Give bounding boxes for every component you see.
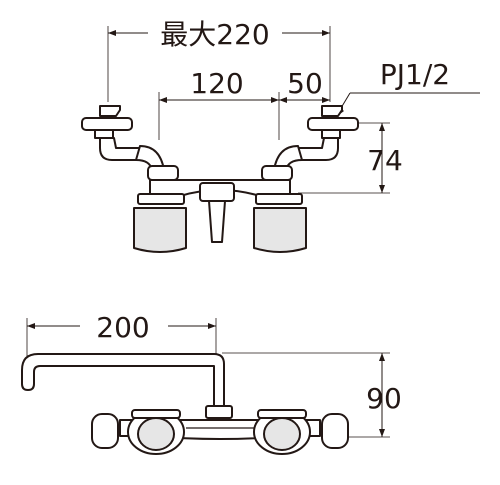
right-end-cap (321, 413, 349, 449)
right-handle-side (253, 409, 311, 455)
spout-height-label: 90 (366, 382, 402, 415)
side-view: 200 90 (21, 311, 402, 455)
height-label-front: 74 (367, 144, 403, 177)
max-width-label: 最大220 (160, 18, 269, 51)
offset-dimension: 50 (279, 67, 330, 103)
left-handle-side (127, 409, 185, 455)
thread-label: PJ1/2 (380, 58, 450, 91)
thread-leader: PJ1/2 (336, 58, 480, 117)
height-dimension-front: 74 (298, 122, 403, 194)
spout-reach-label: 200 (96, 311, 149, 344)
left-end-cap (91, 413, 119, 449)
spout-height-dimension: 90 (222, 352, 402, 438)
center-spacing-dimension: 120 (158, 67, 280, 140)
offset-label: 50 (287, 67, 323, 100)
center-spacing-label: 120 (190, 67, 243, 100)
left-handle-front (133, 207, 187, 253)
spout-reach-dimension: 200 (26, 311, 217, 368)
front-view: 最大220 120 50 PJ1/2 (81, 18, 480, 253)
max-width-dimension: 最大220 (107, 18, 331, 102)
spout-stub-front (199, 182, 235, 243)
spout-side (21, 353, 233, 419)
right-handle-front (253, 207, 307, 253)
